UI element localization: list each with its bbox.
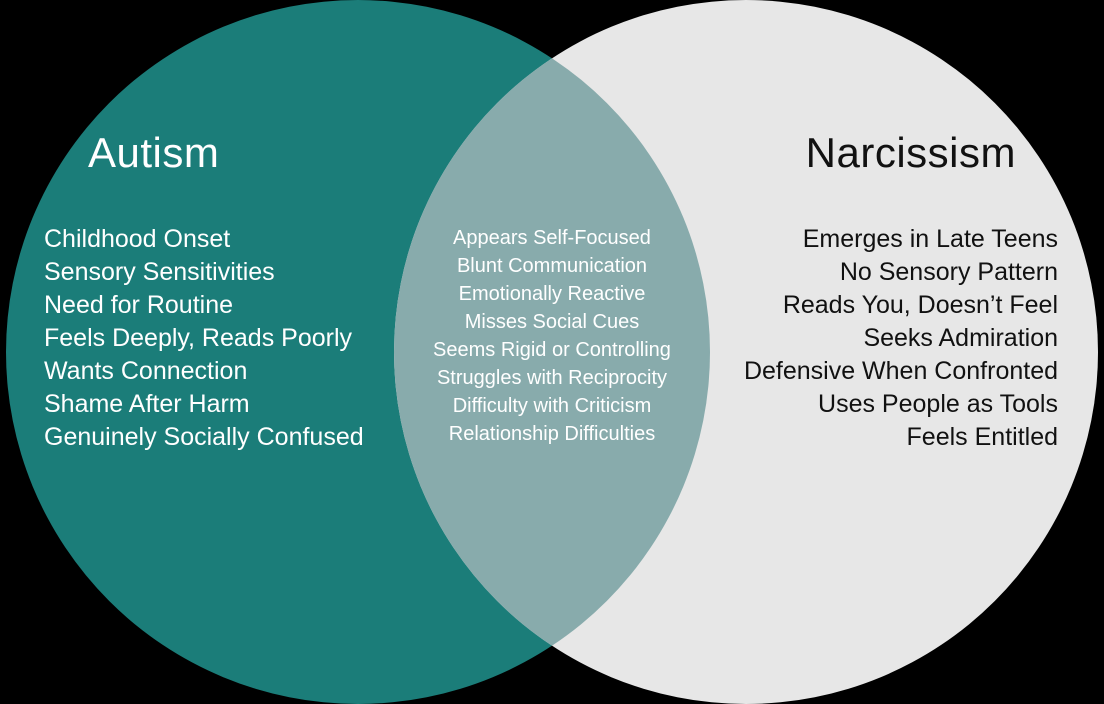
list-item: Appears Self-Focused [453, 227, 651, 249]
list-item: Seeks Admiration [863, 324, 1058, 352]
list-item: Defensive When Confronted [743, 357, 1058, 385]
list-item: Reads You, Doesn’t Feel [782, 291, 1058, 319]
list-item: Blunt Communication [456, 255, 648, 277]
list-item: Seems Rigid or Controlling [433, 339, 671, 361]
list-item: Uses People as Tools [818, 390, 1058, 418]
list-item: Shame After Harm [44, 390, 250, 418]
list-item: Childhood Onset [44, 225, 231, 253]
list-item: Emotionally Reactive [458, 283, 646, 305]
list-item: Emerges in Late Teens [802, 225, 1058, 253]
overlap-lens [394, 0, 710, 704]
list-item: Sensory Sensitivities [44, 258, 275, 286]
autism-title: Autism [88, 129, 220, 176]
list-item: Misses Social Cues [464, 311, 640, 333]
list-item: Struggles with Reciprocity [436, 367, 668, 389]
list-item: Need for Routine [44, 291, 234, 319]
list-item: Feels Entitled [906, 423, 1058, 451]
list-item: Genuinely Socially Confused [44, 423, 364, 451]
list-item: Feels Deeply, Reads Poorly [44, 324, 353, 352]
list-item: No Sensory Pattern [839, 258, 1058, 286]
list-item: Difficulty with Criticism [452, 395, 652, 417]
narcissism-title: Narcissism [805, 129, 1016, 176]
list-item: Wants Connection [44, 357, 248, 385]
list-item: Relationship Difficulties [448, 423, 656, 445]
